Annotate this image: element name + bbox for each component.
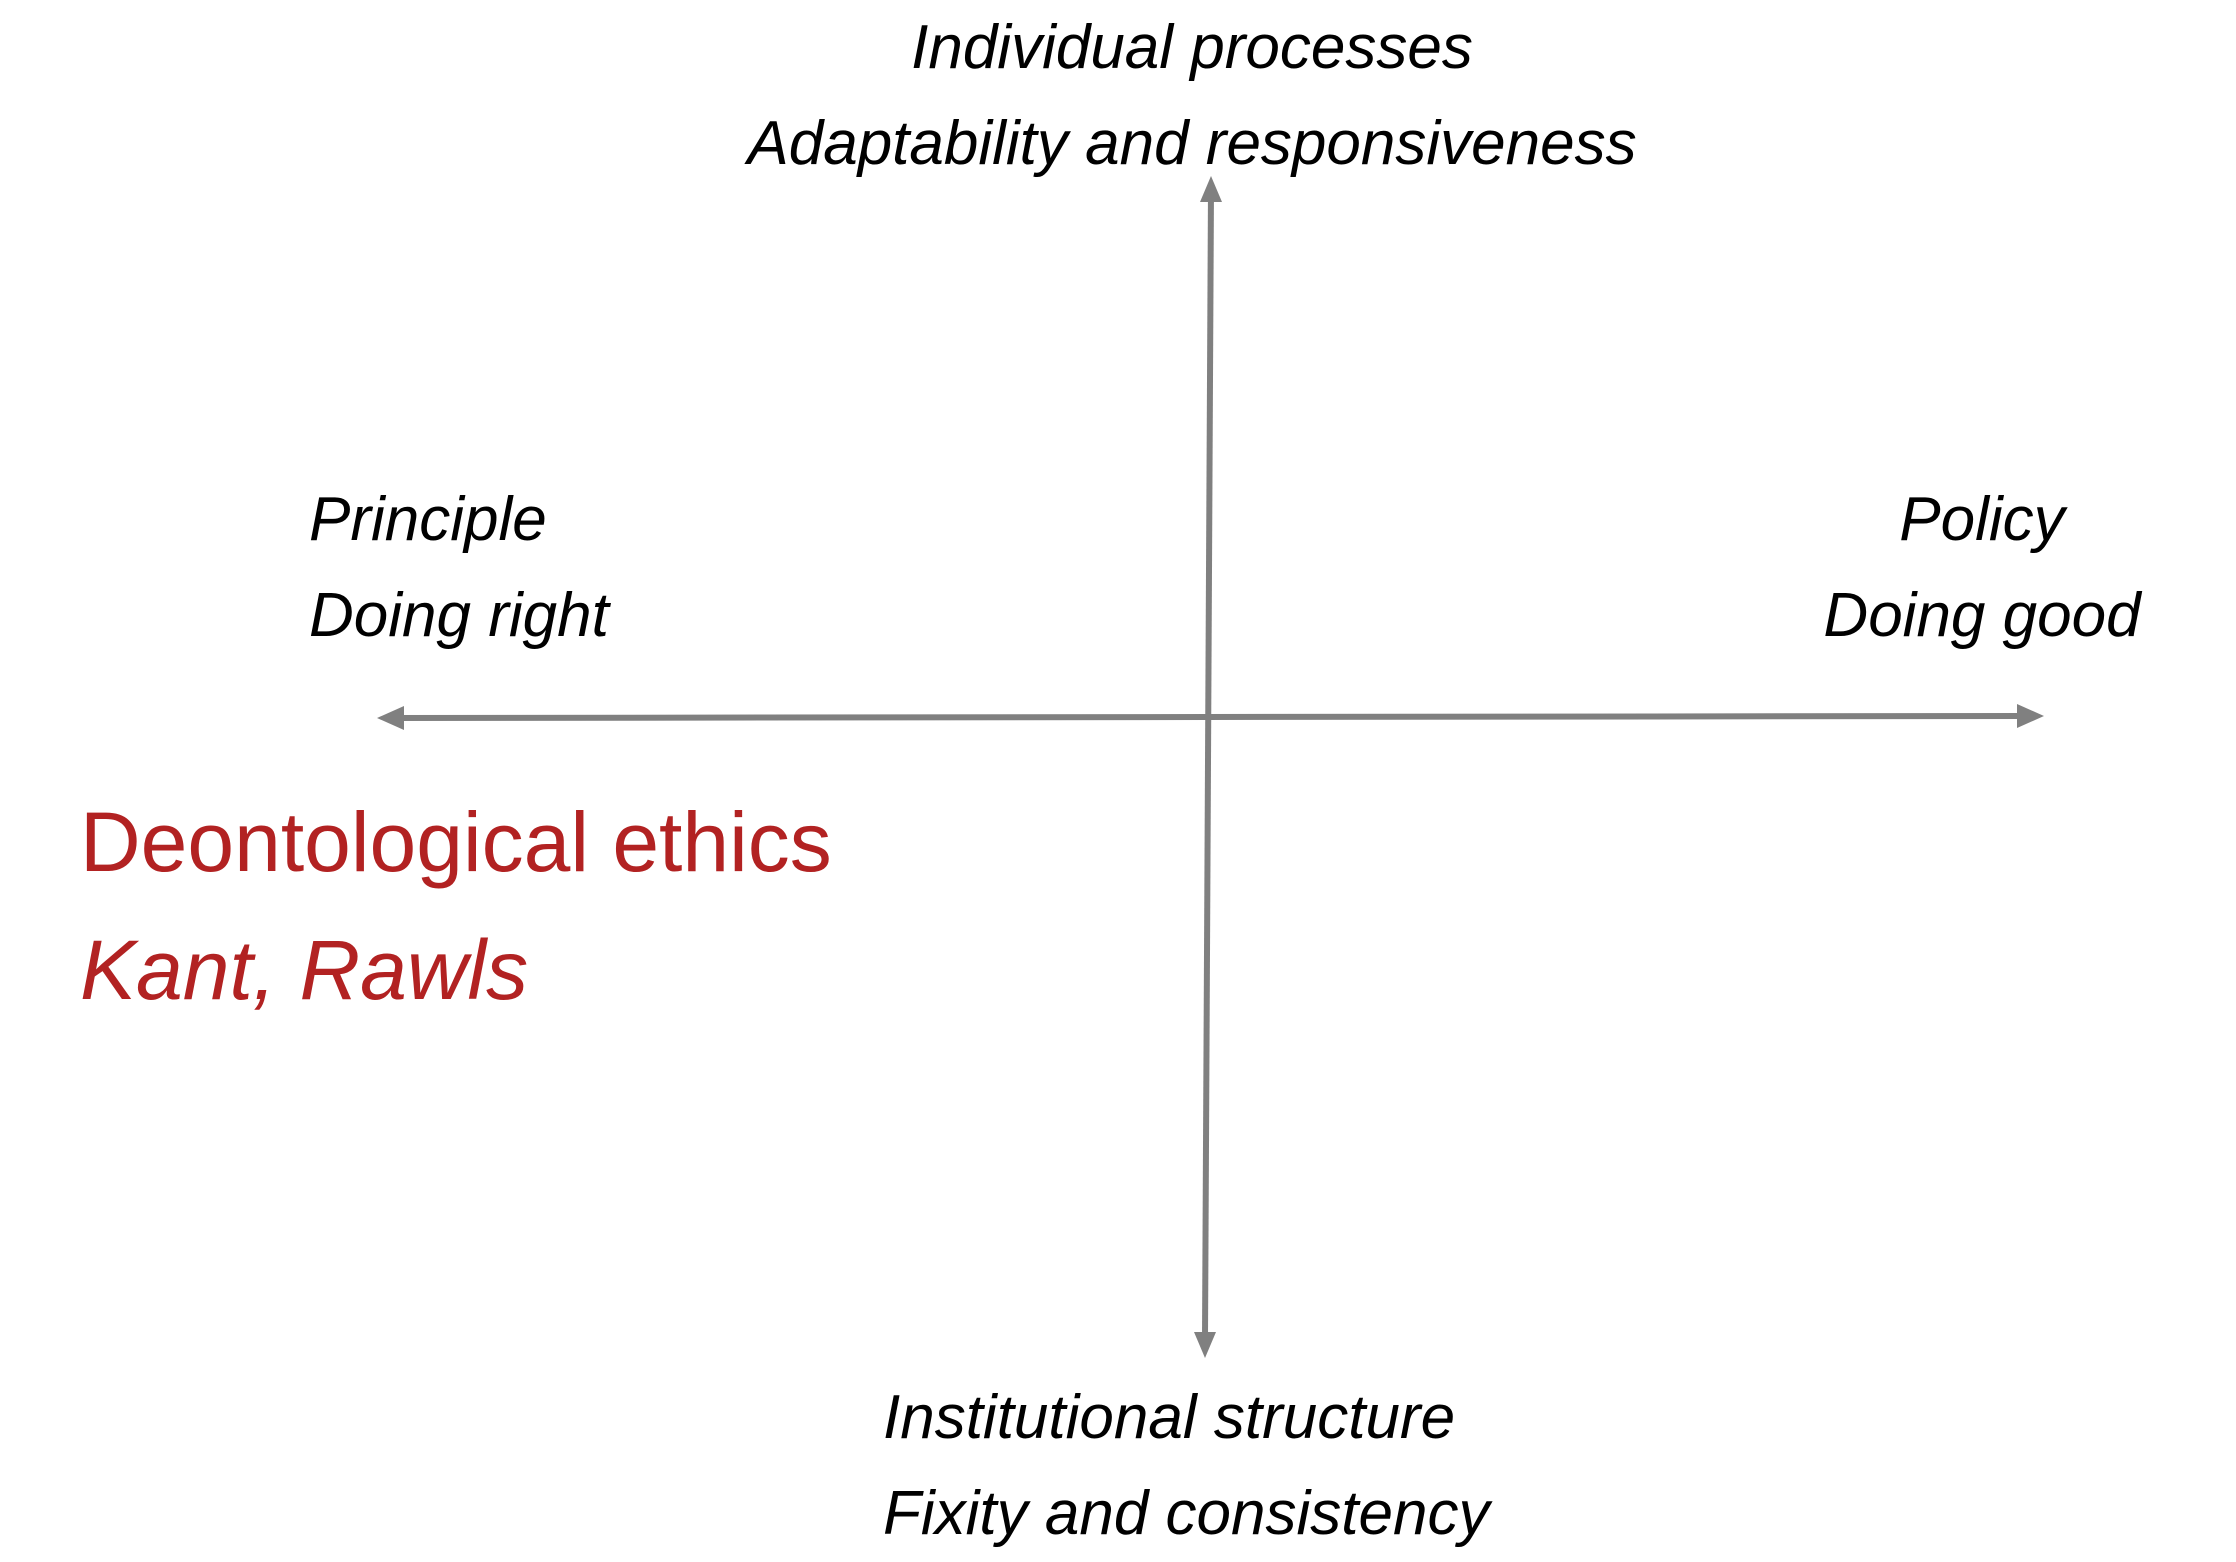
vertical-axis-line	[1202, 187, 1214, 1337]
horizontal-axis-line	[391, 713, 2025, 721]
horizontal-axis	[377, 704, 2044, 730]
right-axis-label-line2: Doing good	[1823, 581, 2141, 650]
highlight-title: Deontological ethics	[80, 795, 832, 889]
top-axis-label: Individual processes Adaptability and re…	[0, 0, 2236, 192]
left-arrowhead	[377, 706, 404, 730]
top-axis-label-line2: Adaptability and responsiveness	[747, 109, 1637, 178]
vertical-axis	[1194, 176, 1222, 1358]
left-axis-label-line1: Principle	[309, 485, 547, 554]
bottom-axis-label-line1: Institutional structure	[883, 1383, 1456, 1452]
left-axis-label: Principle Doing right	[309, 472, 609, 664]
right-axis-label: Policy Doing good	[1810, 472, 2154, 664]
highlight-block: Deontological ethics Kant, Rawls	[80, 778, 832, 1034]
right-arrowhead	[2017, 704, 2044, 728]
bottom-axis-label: Institutional structure Fixity and consi…	[883, 1370, 1489, 1562]
top-axis-label-line1: Individual processes	[911, 13, 1473, 82]
down-arrowhead	[1194, 1332, 1216, 1358]
left-axis-label-line2: Doing right	[309, 581, 609, 650]
right-axis-label-line1: Policy	[1899, 485, 2065, 554]
bottom-axis-label-line2: Fixity and consistency	[883, 1479, 1490, 1548]
up-arrowhead	[1200, 176, 1222, 202]
highlight-names: Kant, Rawls	[80, 923, 529, 1017]
